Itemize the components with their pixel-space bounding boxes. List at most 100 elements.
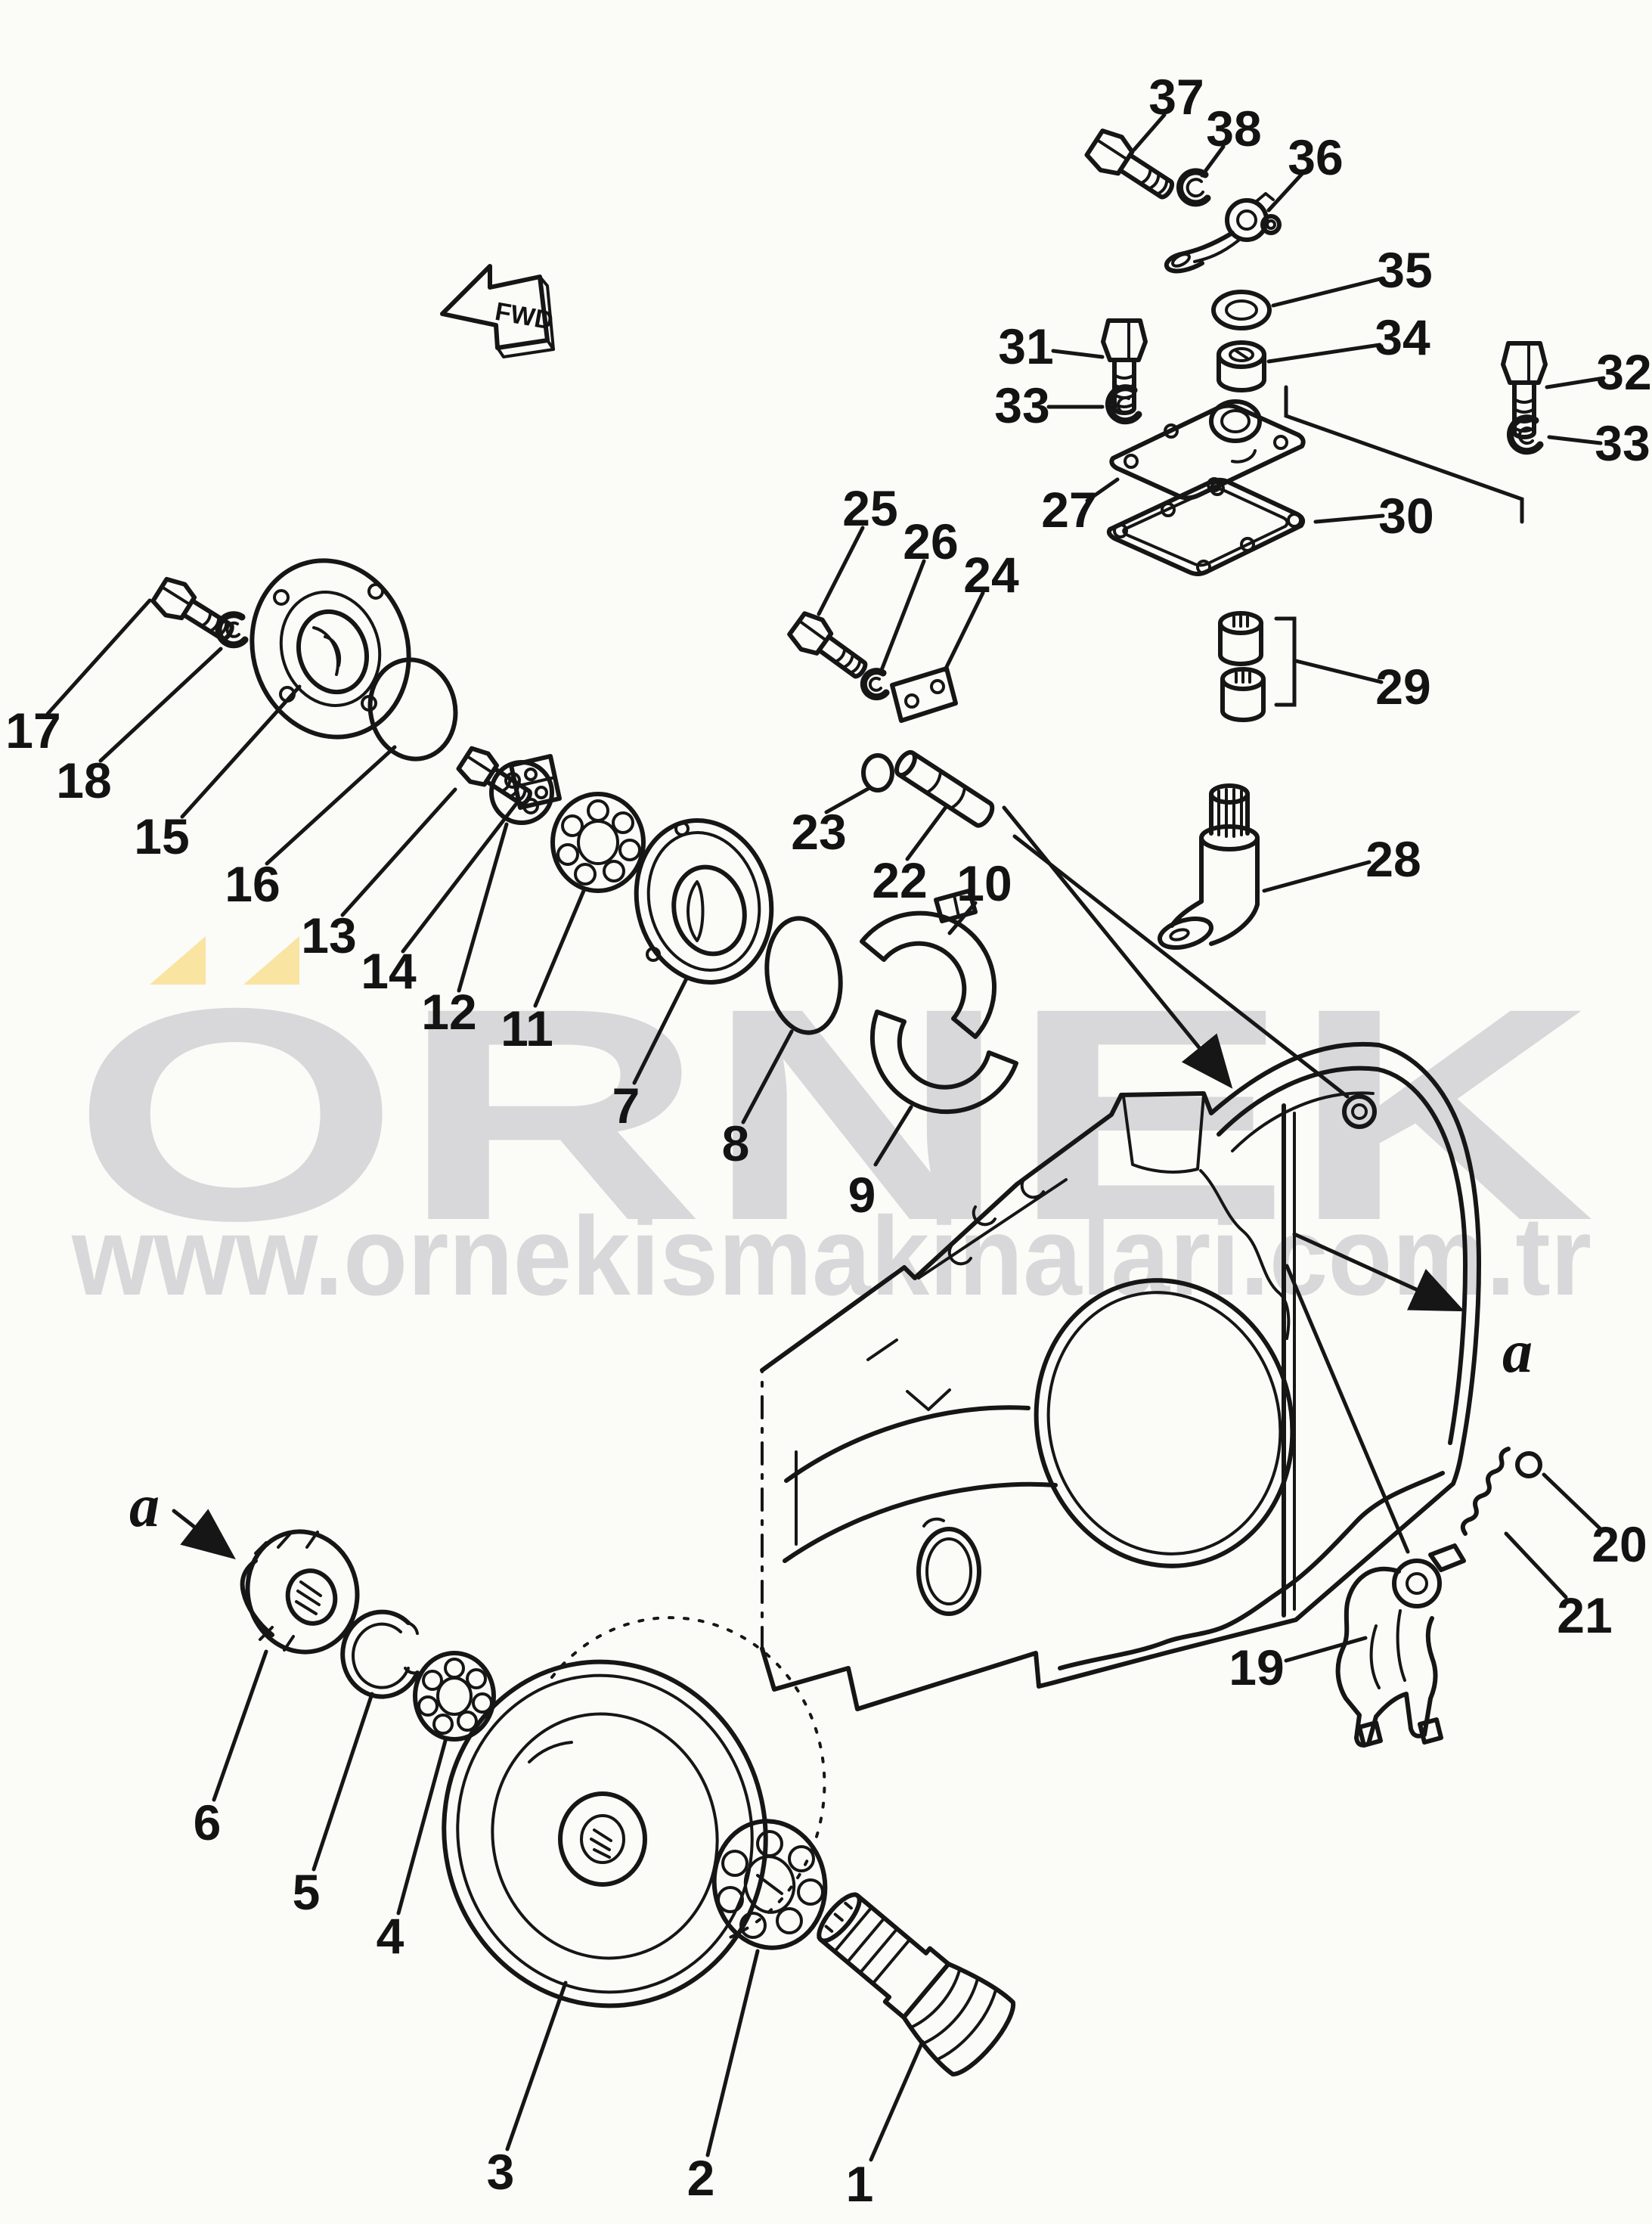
part-34-bushing [1217, 340, 1266, 392]
leader-line-12 [457, 822, 509, 993]
callout-label-33R: 33 [1595, 415, 1650, 471]
callout-label-25: 25 [842, 480, 897, 536]
leader-line-5 [311, 1692, 374, 1872]
housing-front-opening-inner [1046, 1291, 1282, 1556]
part-15-bearing-cage-flange [250, 558, 411, 740]
callout-label-28: 28 [1365, 831, 1421, 887]
leader-line-26 [879, 559, 926, 672]
pin-22-mount-line [1002, 805, 1233, 1089]
callout-label-a-top: a [1502, 1319, 1533, 1385]
leader-line-24 [943, 591, 985, 672]
callout-label-26: 26 [903, 513, 958, 569]
housing-outline [760, 1041, 1481, 1711]
callout-label-1: 1 [846, 2156, 874, 2212]
part-2-ball-bearing [711, 1819, 828, 1950]
leader-line-14 [401, 802, 518, 954]
watermark-url: www.ornekismakinalari.com.tr [71, 1194, 1592, 1319]
callout-label-3: 3 [487, 2144, 515, 2200]
housing-saddle-wavy-drop [1199, 1169, 1291, 1340]
part-33-snap-ring-left [1105, 384, 1142, 425]
callout-label-35: 35 [1377, 242, 1432, 298]
part-23-o-ring [861, 753, 894, 793]
housing-gasket-face-wavy-edge [1058, 1471, 1445, 1670]
leader-line-9 [873, 1105, 913, 1167]
housing-arch-inner-line-2 [1231, 1091, 1375, 1152]
callout-label-13: 13 [301, 907, 356, 963]
callout-label-33L: 33 [994, 377, 1049, 433]
callout-label-23: 23 [791, 804, 846, 860]
callout-label-18: 18 [56, 752, 111, 808]
housing-arch-hole-outer [1342, 1094, 1377, 1129]
leader-line-17 [45, 598, 152, 716]
leader-line-28 [1262, 860, 1372, 893]
callout-label-4: 4 [377, 1908, 404, 1964]
leader-line-15 [180, 684, 302, 819]
leader-line-27 [1085, 477, 1120, 503]
leader-line-30 [1313, 513, 1385, 524]
arrow-a-bottom [172, 1509, 236, 1560]
callout-label-36: 36 [1288, 129, 1343, 185]
leader-line-8 [741, 1029, 794, 1124]
fwd-arrow-sign: FWD [440, 264, 556, 358]
part-25-bolt [787, 611, 868, 679]
housing-saddle-tab [1122, 1093, 1205, 1174]
watermark-umlaut-triangle-left [150, 936, 206, 985]
leader-line-7 [632, 976, 689, 1085]
housing-hatch-mark-1 [866, 1338, 898, 1361]
ring-9-10-mount-line [1012, 834, 1350, 1099]
housing-rib-curve-2 [783, 1481, 1058, 1563]
part-19-shift-fork [1335, 1543, 1466, 1748]
step-line [1284, 385, 1524, 524]
callout-label-21: 21 [1557, 1587, 1612, 1643]
callout-label-19: 19 [1229, 1639, 1284, 1695]
leader-line-33R [1547, 435, 1603, 445]
housing-arch-inner-line [1217, 1065, 1468, 1445]
part-7-bearing-retainer [634, 818, 774, 985]
housing-rib-curve-1 [784, 1405, 1031, 1483]
leader-line-37 [1132, 113, 1167, 152]
watermark: ORNEK www.ornekismakinalari.com.tr [71, 936, 1595, 1319]
callout-label-30: 30 [1378, 488, 1433, 544]
fwd-label: FWD [493, 297, 556, 336]
housing-bolt-notch-1 [947, 1245, 972, 1266]
leader-line-25 [817, 526, 865, 616]
part-6-roller-bearing [240, 1529, 360, 1655]
callout-label-20: 20 [1592, 1516, 1647, 1572]
part-5-snap-ring [340, 1609, 420, 1699]
leader-line-13 [340, 787, 457, 917]
leader-line-19 [1284, 1636, 1368, 1663]
leader-line-2 [705, 1949, 760, 2157]
watermark-umlaut-triangle-right [243, 936, 299, 985]
callout-label-8: 8 [722, 1115, 750, 1171]
reference-lines-layer [1002, 385, 1524, 1554]
callout-label-14: 14 [361, 943, 417, 999]
part-26-snap-ring [860, 668, 890, 701]
leader-line-21 [1504, 1531, 1568, 1599]
part-32-bolt [1501, 341, 1548, 439]
part-17-bolt [150, 576, 234, 642]
leader-line-16 [265, 745, 397, 866]
part-11-ball-bearing [550, 792, 646, 893]
callout-label-15: 15 [134, 808, 189, 864]
part-27-cover-plate [1109, 399, 1306, 501]
leader-line-1 [869, 2039, 925, 2162]
part-35-washer [1211, 290, 1272, 330]
part-28-shift-shaft [1158, 783, 1260, 950]
leader-line-29 [1294, 659, 1384, 684]
callout-label-22: 22 [872, 852, 927, 908]
callout-label-17: 17 [5, 703, 60, 758]
fwd-arrow-plate [440, 264, 550, 350]
part-20-detent-ball [1515, 1451, 1542, 1478]
transmission-case-housing [760, 1041, 1481, 1711]
part-9-10-thrust-ring-halves [860, 889, 1018, 1115]
callout-label-37: 37 [1148, 69, 1204, 125]
part-22-pin [894, 749, 995, 828]
leader-line-20 [1542, 1472, 1603, 1531]
leader-line-23 [824, 786, 872, 814]
housing-v-notch [906, 1388, 951, 1411]
part-29-bracket [1274, 616, 1297, 707]
housing-side-hole-hook [922, 1517, 945, 1528]
part-30-gasket [1106, 477, 1306, 576]
